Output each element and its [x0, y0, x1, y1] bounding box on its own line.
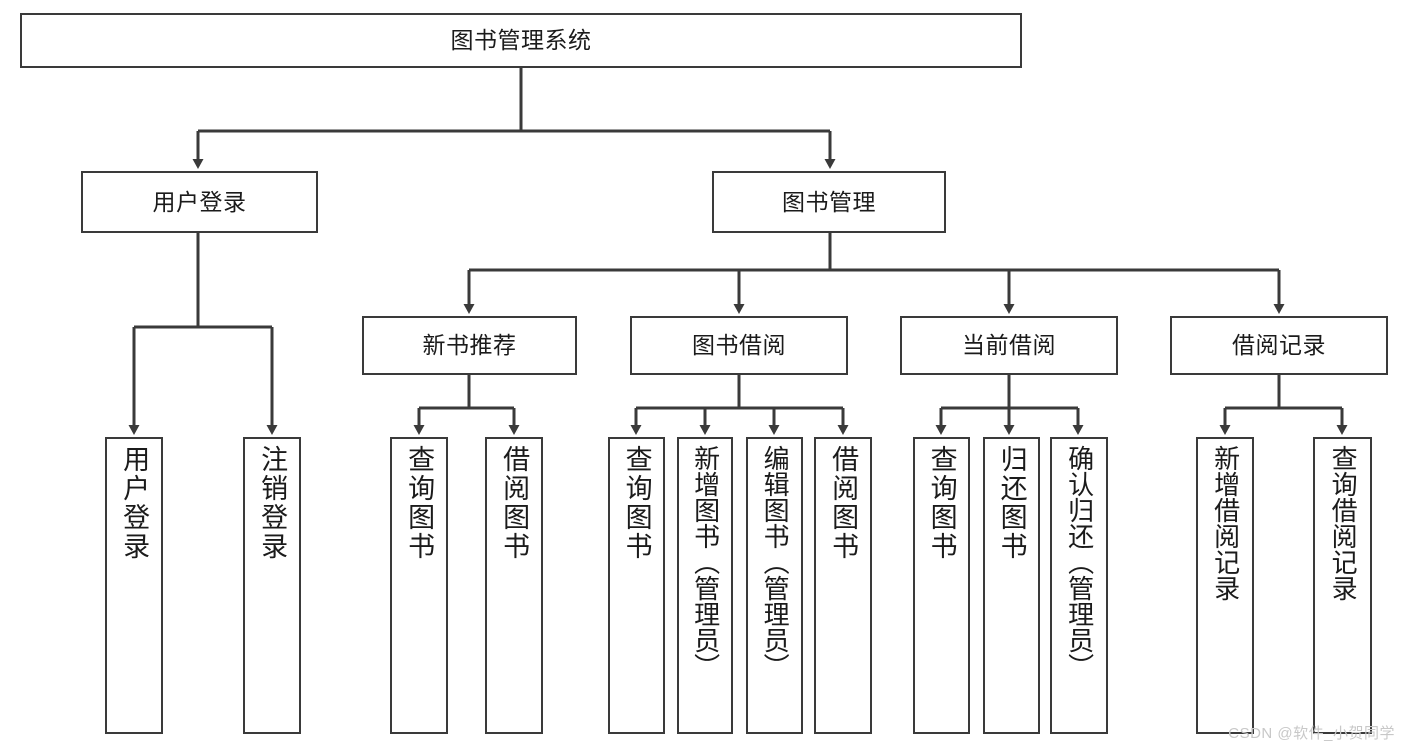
node-leaf-query-book-3-label: 查询图书: [926, 445, 957, 561]
node-leaf-user-login[interactable]: 用户登录: [105, 437, 163, 734]
node-book-borrow[interactable]: 图书借阅: [630, 316, 848, 375]
node-leaf-user-logout[interactable]: 注销登录: [243, 437, 301, 734]
node-leaf-borrow-book-2[interactable]: 借阅图书: [814, 437, 872, 734]
node-book-manage[interactable]: 图书管理: [712, 171, 946, 233]
node-leaf-add-book[interactable]: 新增图书（管理员）: [677, 437, 733, 734]
node-root-label: 图书管理系统: [450, 27, 592, 54]
node-leaf-add-record[interactable]: 新增借阅记录: [1196, 437, 1254, 734]
node-leaf-query-book-2-label: 查询图书: [621, 445, 652, 561]
node-leaf-return-book-label: 归还图书: [996, 445, 1027, 561]
node-leaf-borrow-book-1[interactable]: 借阅图书: [485, 437, 543, 734]
node-leaf-edit-book[interactable]: 编辑图书（管理员）: [746, 437, 803, 734]
node-book-borrow-label: 图书借阅: [692, 332, 786, 359]
node-leaf-add-record-label: 新增借阅记录: [1210, 445, 1241, 601]
node-leaf-confirm-return[interactable]: 确认归还（管理员）: [1050, 437, 1108, 734]
node-leaf-query-book-1[interactable]: 查询图书: [390, 437, 448, 734]
node-leaf-query-book-2[interactable]: 查询图书: [608, 437, 665, 734]
node-current-borrow[interactable]: 当前借阅: [900, 316, 1118, 375]
node-new-book-rec[interactable]: 新书推荐: [362, 316, 577, 375]
node-leaf-query-book-1-label: 查询图书: [404, 445, 435, 561]
node-leaf-add-book-label: 新增图书（管理员）: [690, 445, 721, 679]
node-leaf-query-record[interactable]: 查询借阅记录: [1313, 437, 1372, 734]
node-user-login-label: 用户登录: [152, 188, 247, 215]
node-leaf-borrow-book-2-label: 借阅图书: [828, 445, 859, 561]
node-leaf-confirm-return-label: 确认归还（管理员）: [1064, 445, 1095, 679]
node-user-login[interactable]: 用户登录: [81, 171, 318, 233]
node-leaf-borrow-book-1-label: 借阅图书: [499, 445, 530, 561]
node-leaf-user-login-label: 用户登录: [119, 445, 150, 561]
node-book-manage-label: 图书管理: [782, 188, 876, 215]
node-leaf-query-book-3[interactable]: 查询图书: [913, 437, 970, 734]
node-current-borrow-label: 当前借阅: [962, 332, 1056, 359]
watermark: CSDN @软件_小贺同学: [1228, 725, 1395, 742]
node-leaf-query-record-label: 查询借阅记录: [1328, 445, 1359, 601]
node-leaf-edit-book-label: 编辑图书（管理员）: [760, 445, 791, 679]
node-leaf-return-book[interactable]: 归还图书: [983, 437, 1040, 734]
node-new-book-rec-label: 新书推荐: [422, 332, 517, 359]
node-leaf-user-logout-label: 注销登录: [257, 445, 288, 561]
node-borrow-record-label: 借阅记录: [1232, 332, 1326, 359]
node-root[interactable]: 图书管理系统: [20, 13, 1022, 68]
node-borrow-record[interactable]: 借阅记录: [1170, 316, 1388, 375]
